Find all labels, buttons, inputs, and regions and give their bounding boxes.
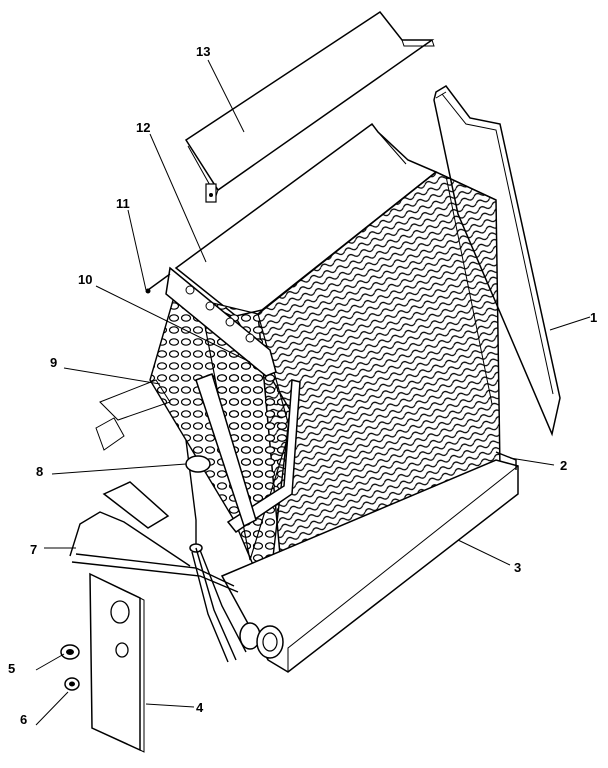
callout-1: 1 — [590, 310, 597, 325]
drain-pan — [220, 459, 519, 673]
callout-5: 5 — [8, 661, 15, 676]
liquid-line-tubes — [69, 511, 247, 663]
callout-2: 2 — [560, 458, 567, 473]
callout-9: 9 — [50, 355, 57, 370]
callout-7: 7 — [30, 542, 37, 557]
callout-11: 11 — [116, 196, 130, 211]
line-connection-fittings — [239, 622, 284, 659]
delta-plate — [95, 379, 171, 529]
mounting-screw — [145, 273, 171, 294]
access-panel-plate — [89, 572, 145, 753]
drain-plug-large — [60, 644, 80, 660]
top-cover-plate — [184, 10, 435, 203]
callout-10: 10 — [78, 272, 92, 287]
callout-3: 3 — [514, 560, 521, 575]
callout-8: 8 — [36, 464, 43, 479]
drain-plug-small — [64, 677, 80, 691]
callout-4: 4 — [196, 700, 204, 715]
callout-13: 13 — [196, 44, 210, 59]
leader-lines — [35, 59, 591, 726]
drain-pan-lip — [495, 451, 517, 470]
callout-6: 6 — [20, 712, 27, 727]
expansion-valve — [185, 439, 211, 553]
distributor-bar — [165, 266, 277, 377]
callout-labels: 1 2 3 4 5 6 7 8 9 10 11 12 13 — [8, 44, 597, 727]
suction-line — [195, 373, 301, 534]
callout-12: 12 — [136, 120, 150, 135]
